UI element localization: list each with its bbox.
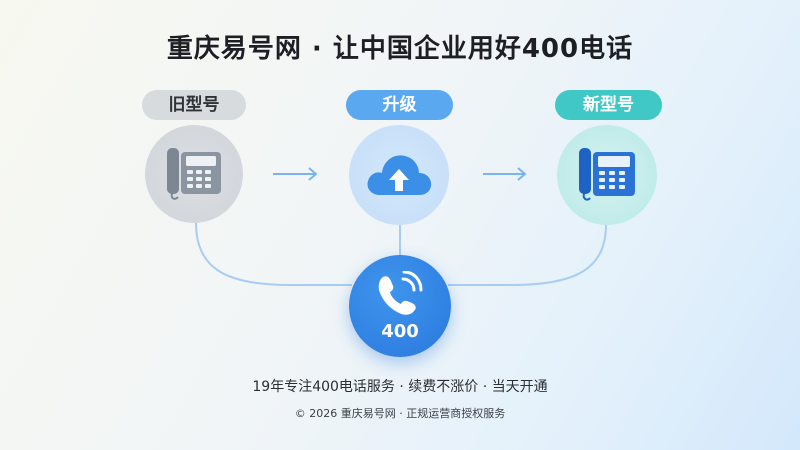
page-title: 重庆易号网 · 让中国企业用好400电话	[166, 34, 634, 64]
upgrade-circle	[349, 125, 449, 225]
phone-ringing-icon	[378, 270, 423, 315]
upgrade-label: 升级	[346, 90, 453, 120]
arrow-right-icon	[273, 167, 318, 181]
old-phone-circle	[145, 125, 243, 223]
new-model-label: 新型号	[555, 90, 662, 120]
new-phone-circle	[557, 125, 657, 225]
arrow-right-icon	[483, 167, 527, 181]
connector-new-to-center	[448, 224, 607, 286]
copyright-footer: © 2026 重庆易号网 · 正规运营商授权服务	[294, 407, 506, 420]
connector-old-to-center	[195, 222, 352, 286]
cloud-upload-icon	[367, 155, 432, 195]
old-model-label: 旧型号	[142, 90, 246, 120]
center-400-circle: 400	[349, 255, 451, 357]
center-number: 400	[381, 320, 419, 342]
desk-phone-blue-icon	[579, 148, 635, 201]
tagline: 19年专注400电话服务 · 续费不涨价 · 当天开通	[252, 379, 548, 395]
desk-phone-gray-icon	[167, 148, 221, 200]
